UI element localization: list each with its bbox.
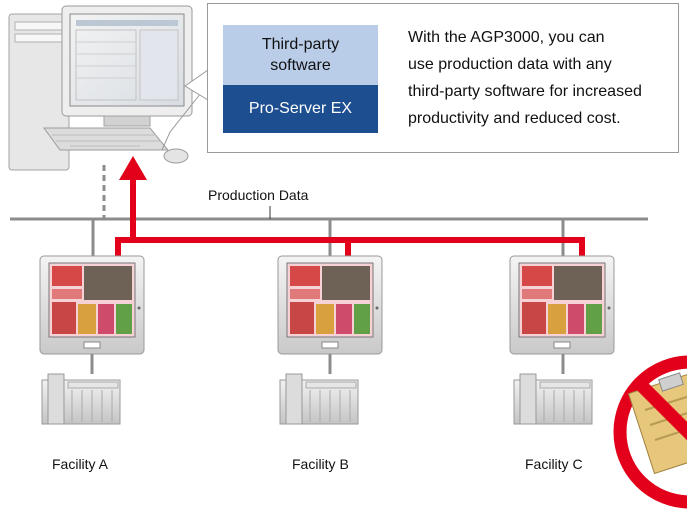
third-party-line1: Third-party xyxy=(261,36,340,53)
plc-controller-icon xyxy=(279,373,359,425)
data-path-c xyxy=(340,237,585,258)
description-line: productivity and reduced cost. xyxy=(408,110,621,127)
third-party-software-block: Third-party software xyxy=(223,25,378,85)
pro-server-ex-block: Pro-Server EX xyxy=(223,85,378,133)
facility-a-label: Facility A xyxy=(52,456,109,472)
plc-controller-icon xyxy=(513,373,593,425)
prohibited-paper-clipboard-icon xyxy=(613,355,687,509)
computer-workstation-icon xyxy=(8,5,206,171)
plc-controller-icon xyxy=(41,373,121,425)
facility-b-label: Facility B xyxy=(292,456,349,472)
touch-panel-hmi-icon xyxy=(277,255,383,355)
description-line: With the AGP3000, you can xyxy=(408,29,605,46)
description-line: third-party software for increased xyxy=(408,83,642,100)
touch-panel-hmi-icon xyxy=(39,255,145,355)
touch-panel-hmi-icon xyxy=(509,255,615,355)
pro-server-ex-label: Pro-Server EX xyxy=(248,100,353,117)
data-arrow-up xyxy=(119,156,147,180)
data-path-a-b xyxy=(115,237,351,258)
facility-c-label: Facility C xyxy=(525,456,583,472)
production-data-label: Production Data xyxy=(208,187,309,203)
callout-description: With the AGP3000, you can use production… xyxy=(408,24,673,132)
description-line: use production data with any xyxy=(408,56,612,73)
third-party-line2: software xyxy=(270,57,331,74)
